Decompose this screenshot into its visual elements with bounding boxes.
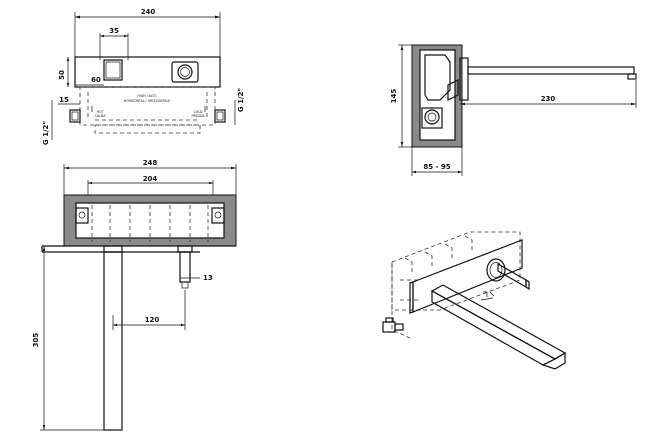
top-body bbox=[74, 56, 221, 88]
iso-hidden-box bbox=[391, 231, 521, 311]
dim-side: 15 bbox=[59, 96, 69, 104]
dim-center: 120 bbox=[145, 316, 160, 324]
left-connector bbox=[69, 109, 81, 123]
svg-text:CALDA: CALDA bbox=[95, 114, 107, 118]
side-dim-height: 145 bbox=[390, 89, 398, 104]
side-spout bbox=[467, 66, 635, 75]
side-dim-wall-depth: 85 - 95 bbox=[423, 163, 450, 171]
marking-text-1: HIGH / ALTO bbox=[137, 94, 157, 98]
marking-text-2: HORIZONTAL / ORIZZONTALE bbox=[124, 99, 171, 103]
iso-handle-ring bbox=[486, 258, 506, 282]
dim-spout-width: 35 bbox=[109, 27, 119, 35]
top-handle bbox=[171, 61, 199, 83]
thread-right-label: G 1/2" bbox=[237, 88, 245, 112]
iso-connector bbox=[382, 321, 396, 333]
front-pin bbox=[179, 251, 191, 283]
right-connector bbox=[214, 109, 226, 123]
top-hidden-box bbox=[79, 86, 216, 126]
iso-view bbox=[382, 231, 567, 370]
dim-overall-width: 240 bbox=[141, 8, 156, 16]
thread-left-label: G 1/2" bbox=[42, 121, 50, 145]
dim-outer: 248 bbox=[143, 159, 158, 167]
side-view: 145 230 85 - 95 bbox=[390, 44, 637, 176]
dim-pin: 13 bbox=[203, 274, 213, 282]
dim-inner: 204 bbox=[143, 175, 158, 183]
side-dim-spout: 230 bbox=[541, 95, 556, 103]
front-view: 248 204 13 bbox=[32, 159, 237, 431]
top-view: 240 35 50 60 HIGH / ALTO HORIZONTA bbox=[42, 8, 245, 145]
dim-height: 50 bbox=[58, 70, 66, 80]
label-cold: COLD bbox=[194, 110, 204, 114]
label-hot: HOT bbox=[97, 110, 104, 114]
dim-depth: 305 bbox=[32, 333, 40, 348]
front-spout bbox=[103, 251, 123, 431]
top-spout bbox=[103, 59, 123, 81]
dim-offset: 60 bbox=[91, 76, 101, 84]
svg-text:FREDDA: FREDDA bbox=[191, 114, 205, 118]
